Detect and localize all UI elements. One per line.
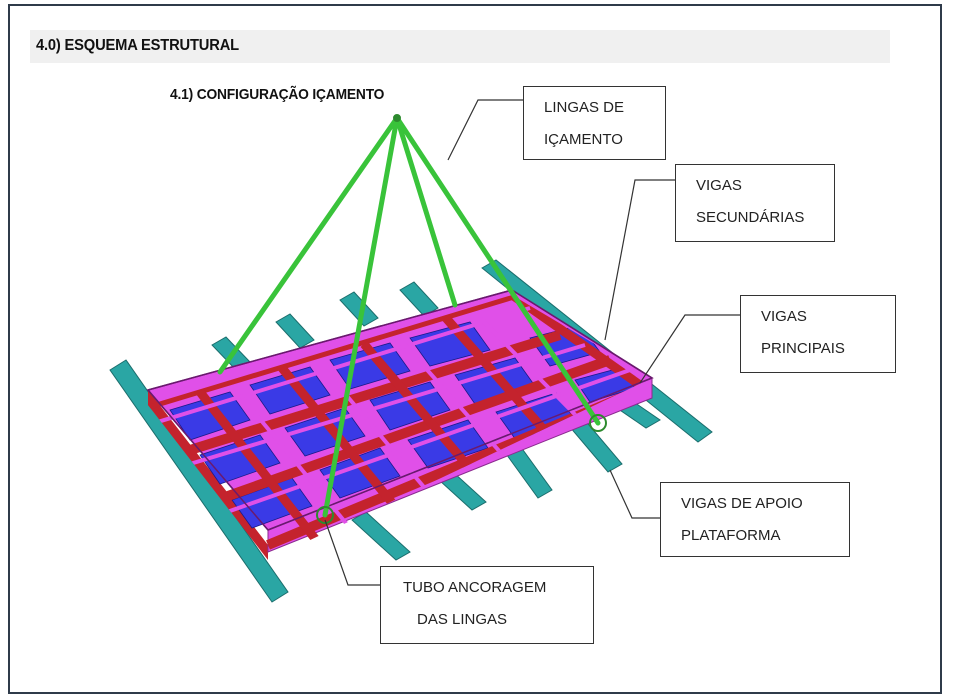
lifting-slings	[217, 115, 601, 518]
callout-text: VIGAS	[761, 308, 807, 325]
support-beam	[339, 291, 379, 327]
callout-text: IÇAMENTO	[544, 131, 623, 148]
support-beam	[351, 511, 411, 561]
lifting-structure-diagram	[109, 99, 740, 603]
callout-lifting-slings: LINGAS DE IÇAMENTO	[523, 86, 666, 160]
sling-anchor-points	[316, 114, 607, 524]
deck-side-face	[148, 390, 268, 560]
callout-text: PLATAFORMA	[681, 527, 781, 544]
subsection-title: 4.1) CONFIGURAÇÃO IÇAMENTO	[170, 86, 385, 103]
support-beam	[399, 281, 439, 317]
section-title: 4.0) ESQUEMA ESTRUTURAL	[36, 37, 239, 54]
callout-sling-anchor-tube: TUBO ANCORAGEM DAS LINGAS	[380, 566, 594, 644]
callout-text: VIGAS	[696, 177, 742, 194]
callout-text: SECUNDÁRIAS	[696, 209, 805, 226]
leader-lines	[324, 99, 740, 586]
callout-text: VIGAS DE APOIO	[681, 495, 803, 512]
support-beam	[275, 313, 315, 349]
callout-secondary-beams: VIGAS SECUNDÁRIAS	[675, 164, 835, 242]
callout-text: LINGAS DE	[544, 99, 625, 116]
callout-platform-support-beams: VIGAS DE APOIO PLATAFORMA	[660, 482, 850, 557]
callout-text: DAS LINGAS	[417, 611, 508, 628]
section-header-bar	[30, 30, 890, 63]
callout-main-beams: VIGAS PRINCIPAIS	[740, 295, 896, 373]
callout-text: TUBO ANCORAGEM	[403, 579, 547, 596]
callout-text: PRINCIPAIS	[761, 340, 845, 357]
support-beam	[109, 359, 289, 603]
